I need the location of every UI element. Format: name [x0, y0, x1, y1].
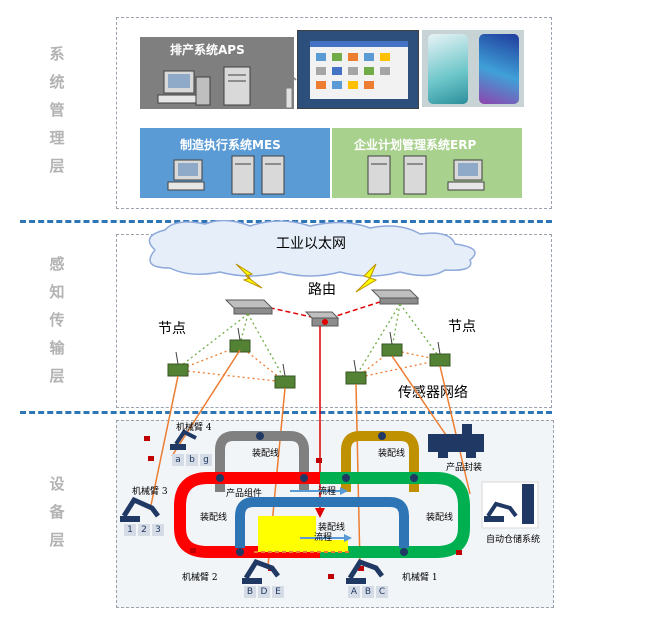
desktop-screenshot [297, 30, 419, 109]
tag-group-123: 1 2 3 [124, 524, 164, 536]
layer-label-perception: 感知传输层 [44, 250, 70, 390]
aps-box: 排产系统APS [140, 37, 294, 109]
product-group-label: 产品组件 [226, 489, 263, 499]
network-diagram [148, 220, 476, 389]
computer-icon [167, 159, 205, 191]
layer-divider-bottom [20, 411, 552, 414]
layer-label-char: 管 [49, 101, 65, 119]
switch-icon [370, 289, 420, 305]
aps-computers [157, 66, 251, 106]
tag: b [186, 454, 198, 466]
warehouse-label: 自动仓储系统 [486, 535, 541, 545]
tag: 3 [152, 524, 164, 536]
tag-group-abg: a b g [172, 454, 212, 466]
arm4-label: 机械臂 4 [176, 423, 212, 433]
tag: a [172, 454, 184, 466]
wifi-router-icon [281, 75, 297, 109]
tag: 1 [124, 524, 136, 536]
layer-label-char: 统 [49, 73, 65, 91]
layer-label-management: 系统管理层 [44, 40, 70, 180]
layer-label-char: 理 [49, 129, 65, 147]
cloud-icon [148, 220, 476, 277]
ethernet-label: 工业以太网 [276, 236, 346, 252]
tag: D [258, 586, 270, 598]
layer-label-char: 系 [49, 45, 65, 63]
tag: A [348, 586, 360, 598]
package-label: 产品封装 [446, 463, 483, 473]
layer-label-char: 层 [49, 367, 65, 385]
warehouse-icon [481, 481, 539, 529]
phone-screenshot-left [422, 30, 474, 107]
layer-label-char: 层 [49, 157, 65, 175]
tag: C [376, 586, 388, 598]
layer-label-char: 感 [49, 255, 65, 273]
flow-bottom-label: 流程 [314, 533, 333, 543]
mes-computers [167, 155, 285, 195]
router-label: 路由 [308, 282, 336, 298]
desktop-window [310, 41, 408, 99]
arm1-label: 机械臂 1 [402, 573, 438, 583]
tag: B [362, 586, 374, 598]
asm-top-right-label: 装配线 [378, 449, 406, 459]
packaging-machine-icon [428, 424, 484, 458]
server-icon [261, 155, 285, 195]
lightning-icon [355, 263, 378, 293]
sensor-node-icon [381, 331, 403, 357]
sensor-network-label: 传感器网络 [398, 385, 468, 401]
tag: 2 [138, 524, 150, 536]
conveyor-joints [216, 432, 418, 556]
node-label-left: 节点 [158, 321, 186, 337]
phone-screenshot-right [474, 30, 524, 107]
app-grid [310, 41, 408, 89]
tag: g [200, 454, 212, 466]
sensor-node-icon [229, 327, 251, 353]
tag-group-bde: B D E [244, 586, 284, 598]
asm-left-label: 装配线 [200, 513, 228, 523]
mes-title: 制造执行系统MES [180, 138, 281, 152]
lightning-icon [235, 263, 263, 289]
tag-group-abc: A B C [348, 586, 388, 598]
asm-top-left-label: 装配线 [252, 449, 280, 459]
robot-arm-icon-3 [120, 496, 160, 522]
asm-center-label: 装配线 [318, 523, 346, 533]
erp-computers [367, 155, 485, 195]
arm2-label: 机械臂 2 [182, 573, 218, 583]
tag: B [244, 586, 256, 598]
node-label-right: 节点 [448, 319, 476, 335]
asm-right-label: 装配线 [426, 513, 454, 523]
arm3-label: 机械臂 3 [132, 487, 168, 497]
layer-label-device: 设备层 [44, 470, 70, 554]
switch-icon [224, 299, 274, 315]
server-icon [231, 155, 255, 195]
erp-title: 企业计划管理系统ERP [354, 138, 477, 152]
layer-label-char: 备 [49, 503, 65, 521]
management-panel [116, 17, 552, 209]
robot-arm-icon-1 [346, 558, 384, 584]
node-links [177, 303, 441, 381]
flow-top-label: 流程 [318, 487, 337, 497]
sensor-node-icon [274, 363, 296, 389]
erp-box: 企业计划管理系统ERP [332, 128, 522, 198]
robot-arm-icon-2 [242, 558, 280, 584]
tag: E [272, 586, 284, 598]
server-icon [367, 155, 391, 195]
layer-label-char: 传 [49, 311, 65, 329]
mes-box: 制造执行系统MES [140, 128, 330, 198]
layer-label-char: 输 [49, 339, 65, 357]
router-icon [304, 311, 340, 327]
robot-arm-icon-4 [170, 429, 197, 450]
computer-icon [157, 70, 211, 106]
server-icon [403, 155, 427, 195]
computer-icon [447, 159, 485, 191]
aps-title: 排产系统APS [170, 43, 245, 57]
layer-label-char: 知 [49, 283, 65, 301]
server-icon [223, 66, 251, 106]
layer-label-char: 设 [49, 475, 65, 493]
layer-label-char: 层 [49, 531, 65, 549]
